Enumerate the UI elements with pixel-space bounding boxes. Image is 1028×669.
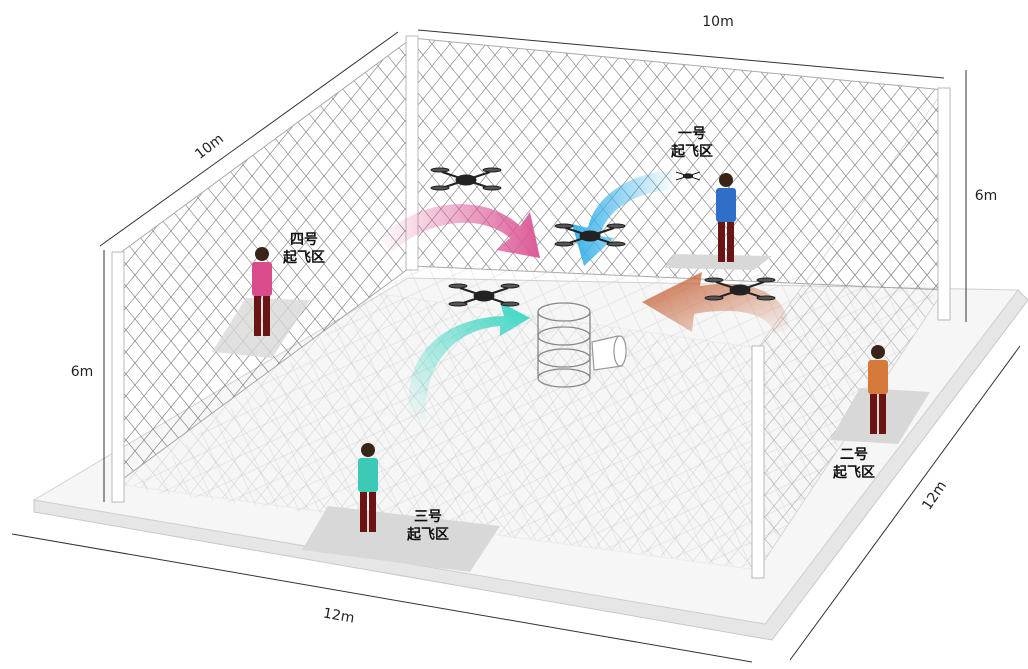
dim-bottom-width: 12m bbox=[322, 605, 356, 626]
zone-4-label-line2: 起飞区 bbox=[282, 249, 325, 266]
zone-2-label-line1: 二号 bbox=[840, 447, 868, 463]
dim-left-height: 6m bbox=[71, 364, 94, 380]
zone-3-label-line1: 三号 bbox=[414, 509, 442, 525]
zone-3-label-line2: 起飞区 bbox=[406, 526, 449, 543]
dim-top-width: 10m bbox=[702, 14, 733, 30]
zone-2-label-line2: 起飞区 bbox=[832, 464, 875, 481]
dim-right-depth: 12m bbox=[919, 478, 950, 513]
zone-1-label-line1: 一号 bbox=[678, 126, 706, 142]
zone-4-label-line1: 四号 bbox=[290, 232, 318, 248]
zone-1-label-line2: 起飞区 bbox=[670, 143, 713, 160]
dim-right-height: 6m bbox=[975, 188, 998, 204]
tube-tunnel bbox=[592, 336, 626, 370]
